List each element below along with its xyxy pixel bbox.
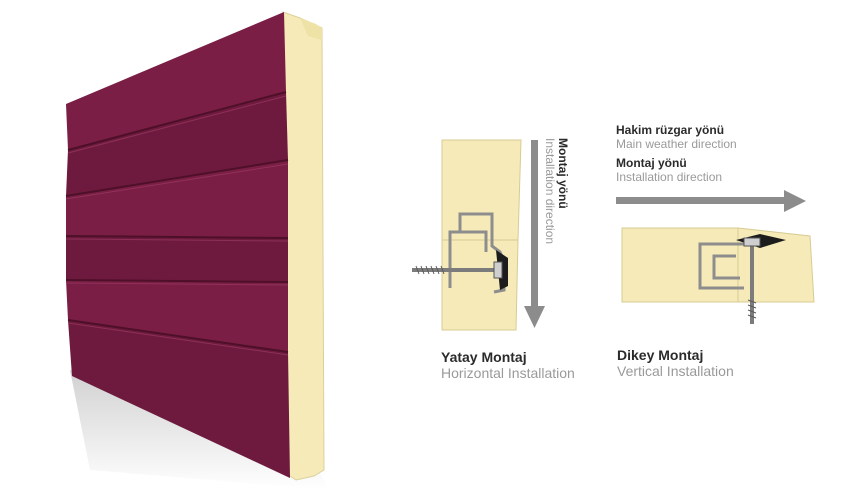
arrow-right-icon — [616, 197, 786, 204]
vertical-direction-title: Montaj yönü — [616, 156, 687, 170]
horizontal-installation-subtitle: Horizontal Installation — [441, 365, 575, 381]
vertical-screw-head — [743, 237, 761, 247]
panel-groove — [67, 319, 289, 353]
panel-groove — [65, 235, 289, 239]
panel-rib — [66, 236, 288, 282]
vertical-joint-profile — [698, 242, 744, 290]
horizontal-direction-subtitle: Installation direction — [543, 138, 557, 245]
horizontal-detail — [412, 139, 545, 331]
weather-direction-title: Hakim rüzgar yönü — [616, 123, 725, 137]
panel-highlight — [65, 163, 289, 200]
panel-rib — [66, 160, 288, 238]
horizontal-joint-profile — [448, 230, 488, 288]
arrow-right-head — [784, 190, 806, 212]
panel-highlight — [65, 282, 289, 286]
panel-highlight — [65, 238, 289, 242]
panel-highlight — [67, 95, 287, 154]
horizontal-installation-title: Yatay Montaj — [441, 349, 527, 365]
horizontal-screw-head — [493, 261, 503, 279]
weather-direction-subtitle: Main weather direction — [616, 137, 737, 151]
panel-groove — [67, 91, 287, 151]
panel-rib — [66, 92, 288, 196]
arrow-down-icon — [531, 140, 538, 308]
panel-core-edge — [282, 11, 325, 481]
panel-rib — [68, 320, 290, 478]
vertical-installation-subtitle: Vertical Installation — [617, 363, 734, 379]
vertical-joint-profile — [712, 254, 740, 280]
horizontal-direction-title: Montaj yönü — [556, 138, 570, 209]
vertical-direction-subtitle: Installation direction — [616, 170, 723, 184]
horizontal-foam-top — [441, 139, 522, 241]
panel-rib — [66, 12, 286, 150]
panel-core-tongue — [300, 18, 322, 40]
vertical-detail — [616, 190, 815, 324]
arrow-down-head — [524, 306, 545, 328]
panel-groove — [65, 159, 289, 197]
panel-highlight — [67, 322, 289, 356]
panel-rib — [66, 280, 288, 352]
vertical-installation-title: Dikey Montaj — [617, 347, 704, 363]
panel-groove — [65, 279, 289, 283]
panel-face — [66, 12, 290, 478]
vertical-foam-left — [621, 227, 739, 303]
